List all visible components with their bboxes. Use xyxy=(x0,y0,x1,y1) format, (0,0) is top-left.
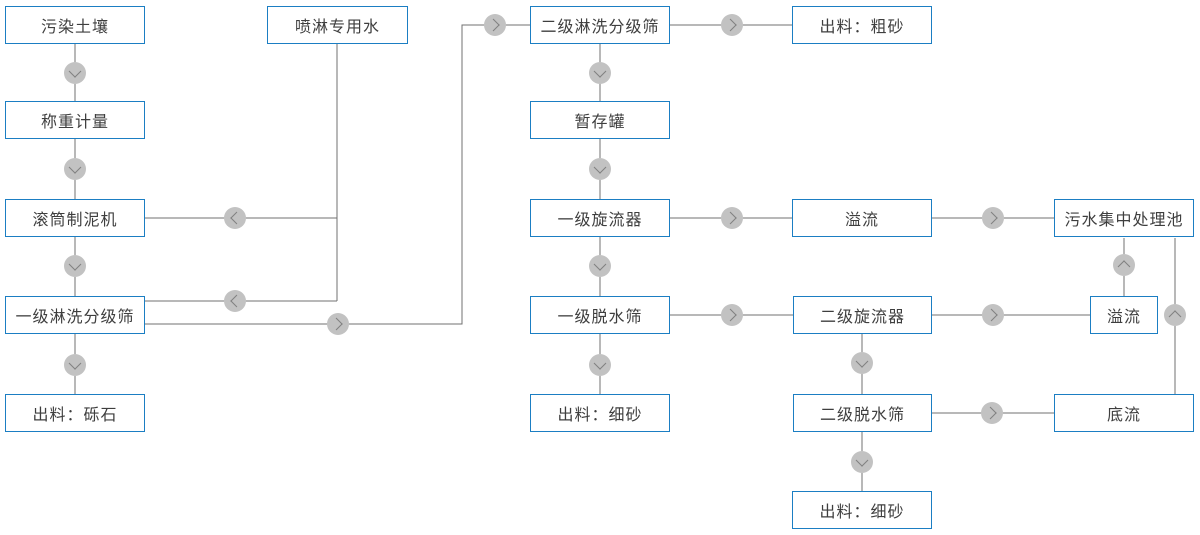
chevron xyxy=(593,161,607,174)
node-label: 出料：细砂 xyxy=(819,502,905,521)
chevron xyxy=(985,211,998,225)
arrow-down-icon xyxy=(589,158,611,180)
chevron xyxy=(593,357,607,370)
node-output-coarse-sand: 出料：粗砂 xyxy=(792,6,932,44)
node-label: 出料：细砂 xyxy=(557,405,643,424)
chevron xyxy=(724,211,737,225)
arrow-left-icon xyxy=(224,290,246,312)
arrow-up-icon xyxy=(1113,254,1135,276)
chevron xyxy=(487,18,500,32)
node-output-fine-sand-2: 出料：细砂 xyxy=(792,491,932,529)
arrow-right-icon xyxy=(721,304,743,326)
chevron xyxy=(68,65,82,78)
node-secondary-cyclone: 二级旋流器 xyxy=(793,296,932,334)
node-label: 称重计量 xyxy=(40,112,109,131)
arrow-right-icon xyxy=(982,304,1004,326)
node-label: 出料：砾石 xyxy=(32,405,118,424)
node-drum-mud-maker: 滚筒制泥机 xyxy=(5,199,145,237)
chevron xyxy=(984,406,997,420)
node-spray-water: 喷淋专用水 xyxy=(267,6,408,44)
chevron xyxy=(68,258,82,271)
node-contaminated-soil: 污染土壤 xyxy=(5,6,145,44)
node-sewage-treatment-pool: 污水集中处理池 xyxy=(1054,199,1194,237)
arrow-up-icon xyxy=(1164,304,1186,326)
arrow-right-icon xyxy=(721,14,743,36)
node-overflow-1: 溢流 xyxy=(792,199,932,237)
node-label: 溢流 xyxy=(1106,307,1141,326)
arrow-right-icon xyxy=(484,14,506,36)
arrow-right-icon xyxy=(721,207,743,229)
chevron xyxy=(855,355,869,368)
arrow-right-icon xyxy=(327,313,349,335)
node-label: 出料：粗砂 xyxy=(819,17,905,36)
node-primary-dewatering-screen: 一级脱水筛 xyxy=(530,296,670,334)
node-label: 一级旋流器 xyxy=(557,210,643,229)
chevron xyxy=(230,211,243,225)
arrow-down-icon xyxy=(64,354,86,376)
arrow-right-icon xyxy=(981,402,1003,424)
chevron xyxy=(724,308,737,322)
node-label: 一级淋洗分级筛 xyxy=(15,307,135,326)
node-label: 溢流 xyxy=(844,210,879,229)
chevron xyxy=(724,18,737,32)
arrow-down-icon xyxy=(589,62,611,84)
node-secondary-dewatering-screen: 二级脱水筛 xyxy=(793,394,932,432)
node-weighing: 称重计量 xyxy=(5,101,145,139)
node-label: 喷淋专用水 xyxy=(294,17,380,36)
arrow-down-icon xyxy=(64,158,86,180)
arrow-down-icon xyxy=(589,255,611,277)
node-output-fine-sand-1: 出料：细砂 xyxy=(530,394,670,432)
node-buffer-tank: 暂存罐 xyxy=(530,101,670,139)
arrow-right-icon xyxy=(982,207,1004,229)
arrow-down-icon xyxy=(851,451,873,473)
node-label: 二级脱水筛 xyxy=(819,405,905,424)
chevron xyxy=(68,161,82,174)
node-label: 滚筒制泥机 xyxy=(32,210,118,229)
node-underflow: 底流 xyxy=(1054,394,1194,432)
chevron xyxy=(985,308,998,322)
chevron xyxy=(1117,260,1131,273)
node-overflow-2: 溢流 xyxy=(1090,296,1158,334)
chevron xyxy=(855,454,869,467)
arrow-left-icon xyxy=(224,207,246,229)
node-label: 二级淋洗分级筛 xyxy=(540,17,660,36)
node-output-gravel: 出料：砾石 xyxy=(5,394,145,432)
chevron xyxy=(593,258,607,271)
arrow-down-icon xyxy=(64,62,86,84)
node-primary-cyclone: 一级旋流器 xyxy=(530,199,670,237)
chevron xyxy=(68,357,82,370)
arrow-down-icon xyxy=(64,255,86,277)
node-label: 污染土壤 xyxy=(40,17,109,36)
chevron xyxy=(230,294,243,308)
chevron xyxy=(1168,310,1182,323)
chevron xyxy=(593,65,607,78)
node-label: 底流 xyxy=(1106,405,1141,424)
arrow-down-icon xyxy=(589,354,611,376)
chevron xyxy=(330,317,343,331)
node-primary-washing-screen: 一级淋洗分级筛 xyxy=(5,296,145,334)
node-label: 二级旋流器 xyxy=(819,307,905,326)
node-label: 一级脱水筛 xyxy=(557,307,643,326)
node-secondary-washing-screen: 二级淋洗分级筛 xyxy=(530,6,670,44)
node-label: 污水集中处理池 xyxy=(1064,210,1184,229)
arrow-down-icon xyxy=(851,352,873,374)
node-label: 暂存罐 xyxy=(574,112,626,131)
